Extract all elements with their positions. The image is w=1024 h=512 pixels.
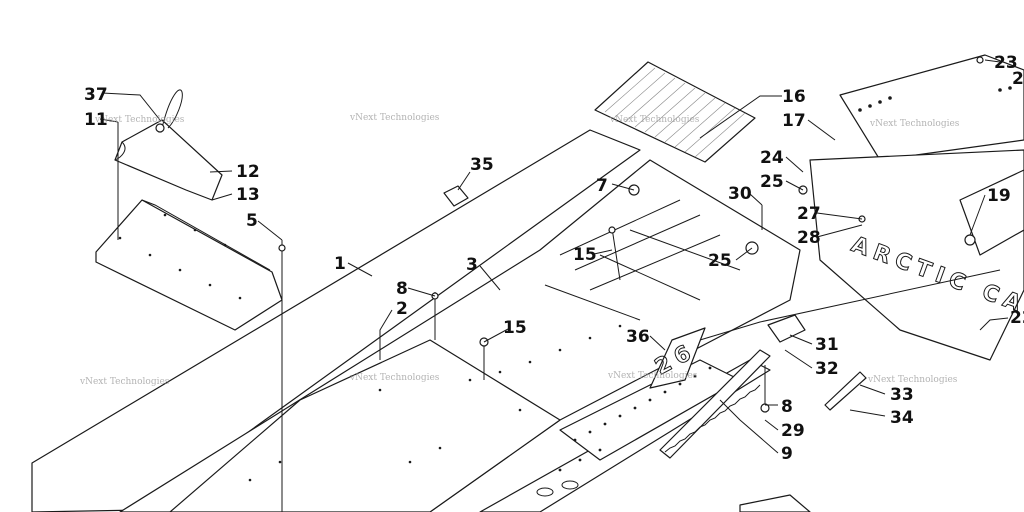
- watermark-text: vNext Technologies: [349, 113, 440, 123]
- callout-5: 5: [246, 211, 258, 231]
- watermarks: vNext Technologies vNext Technologies vN…: [79, 113, 960, 387]
- rear-bumper: [839, 54, 1024, 161]
- callout-9: 9: [781, 444, 793, 464]
- callout-20: 20: [1012, 69, 1024, 89]
- callout-2: 2: [396, 299, 408, 319]
- grip-pad: [594, 61, 756, 163]
- callout-30: 30: [728, 184, 752, 204]
- callout-15-lower: 15: [503, 318, 527, 338]
- callout-17: 17: [782, 111, 806, 131]
- callout-16: 16: [782, 87, 806, 107]
- edge-strip: [659, 349, 771, 459]
- callout-32: 32: [815, 359, 839, 379]
- callout-36: 36: [626, 327, 650, 347]
- watermark-text: vNext Technologies: [94, 115, 185, 125]
- watermark-text: vNext Technologies: [79, 377, 170, 387]
- callout-1: 1: [334, 254, 346, 274]
- hitch-bracket: [824, 371, 867, 411]
- decal-square: [443, 185, 469, 207]
- callout-24: 24: [760, 148, 784, 168]
- flap-bracket: [767, 314, 806, 343]
- callout-8-upper: 8: [396, 279, 408, 299]
- callout-23: 23: [994, 53, 1018, 73]
- callout-33: 33: [890, 385, 914, 405]
- callout-25-upper: 25: [760, 172, 784, 192]
- callouts: 37 11 12 13 5 35 1 3 2 8 15 15 36 7 16 1…: [84, 53, 1024, 464]
- callout-29: 29: [781, 421, 805, 441]
- callout-22: 22: [1010, 308, 1024, 328]
- callout-19: 19: [987, 186, 1011, 206]
- watermark-text: vNext Technologies: [607, 371, 698, 381]
- callout-25-lower: 25: [708, 251, 732, 271]
- callout-7: 7: [596, 176, 608, 196]
- callout-11: 11: [84, 110, 108, 130]
- callout-31: 31: [815, 335, 839, 355]
- watermark-text: vNext Technologies: [609, 115, 700, 125]
- callout-37: 37: [84, 85, 108, 105]
- callout-15-upper: 15: [573, 245, 597, 265]
- callout-8-lower: 8: [781, 397, 793, 417]
- watermark-text: vNext Technologies: [867, 375, 958, 385]
- watermark-text: vNext Technologies: [349, 373, 440, 383]
- callout-12: 12: [236, 162, 260, 182]
- callout-13: 13: [236, 185, 260, 205]
- callout-34: 34: [890, 408, 914, 428]
- callout-27: 27: [797, 204, 821, 224]
- callout-28: 28: [797, 228, 821, 248]
- watermark-text: vNext Technologies: [869, 119, 960, 129]
- rear-flap-panel: ARCTIC CAT: [809, 149, 1024, 361]
- tunnel-top-panel: [119, 159, 801, 512]
- callout-35: 35: [470, 155, 494, 175]
- cable-tie: [155, 89, 183, 133]
- lower-bracket: [739, 494, 811, 512]
- leader-lines: [99, 59, 1009, 454]
- heat-shield-top: [114, 119, 223, 201]
- callout-3: 3: [466, 255, 478, 275]
